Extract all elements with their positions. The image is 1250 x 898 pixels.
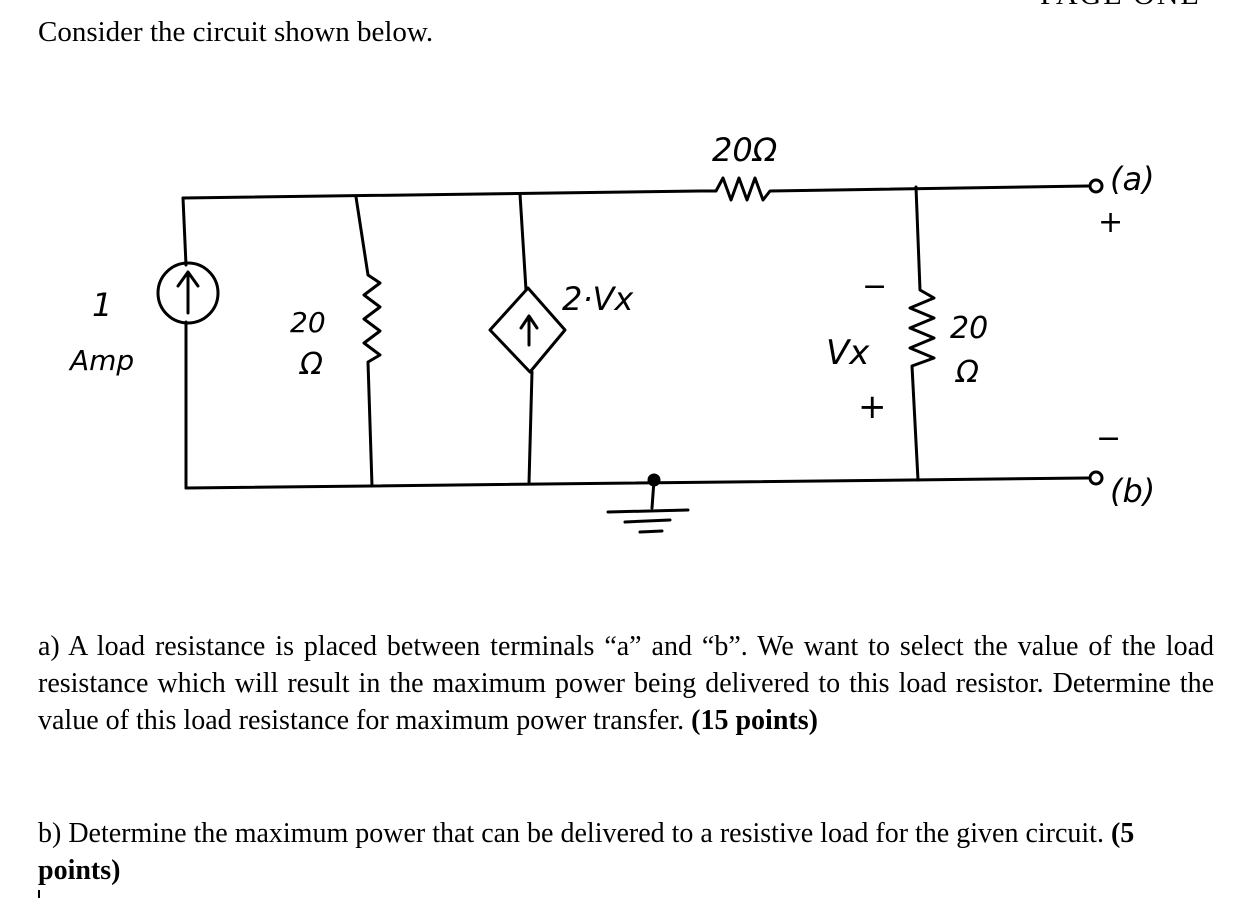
terminal-b-sign: − <box>1096 421 1121 456</box>
top-wire <box>181 189 702 200</box>
series-resistor <box>698 176 1090 202</box>
page-header: PAGE ONE <box>1040 0 1201 12</box>
question-a-text: a) A load resistance is placed between t… <box>38 631 1214 736</box>
resistor-1-value: 20 <box>290 306 326 339</box>
resistor-3-unit: Ω <box>954 355 979 390</box>
question-a-points: (15 points) <box>691 705 818 736</box>
resistor-1-unit: Ω <box>298 347 323 382</box>
stray-mark <box>38 890 40 898</box>
source-branch-wire <box>181 196 188 490</box>
terminal-a-label: (a) <box>1110 160 1155 198</box>
terminal-b <box>1088 470 1104 486</box>
circuit-diagram: 1 Amp 20 Ω 20Ω 2·Vx − Vx + 20 Ω (a) + − … <box>68 131 1155 534</box>
terminal-a-sign: + <box>1098 205 1123 240</box>
intro-text: Consider the circuit shown below. <box>38 16 434 48</box>
dependent-source-diamond <box>488 286 567 374</box>
resistor-3 <box>908 185 936 482</box>
question-b-text: b) Determine the maximum power that can … <box>38 818 1111 849</box>
resistor-1 <box>354 195 382 488</box>
terminal-a <box>1088 178 1104 194</box>
dependent-source-branch-wire <box>518 192 534 485</box>
dependent-source-arrow <box>519 314 539 347</box>
series-resistor-label: 20Ω <box>712 131 778 169</box>
terminal-b-label: (b) <box>1110 472 1155 510</box>
vx-minus-label: − <box>862 269 887 304</box>
vx-label: Vx <box>826 333 870 373</box>
current-source-arrow <box>176 270 200 315</box>
vx-plus-label: + <box>858 387 887 427</box>
resistor-3-value: 20 <box>950 311 988 346</box>
source-value-label: 1 <box>92 286 112 324</box>
ground-symbol <box>606 478 690 534</box>
source-unit-label: Amp <box>68 344 134 377</box>
dependent-source-label: 2·Vx <box>562 280 634 318</box>
question-b: b) Determine the maximum power that can … <box>38 815 1214 889</box>
question-b-points: (5 points) <box>38 818 1135 886</box>
question-a: a) A load resistance is placed between t… <box>38 628 1214 739</box>
bottom-wire <box>184 476 1090 490</box>
current-source <box>156 261 220 325</box>
